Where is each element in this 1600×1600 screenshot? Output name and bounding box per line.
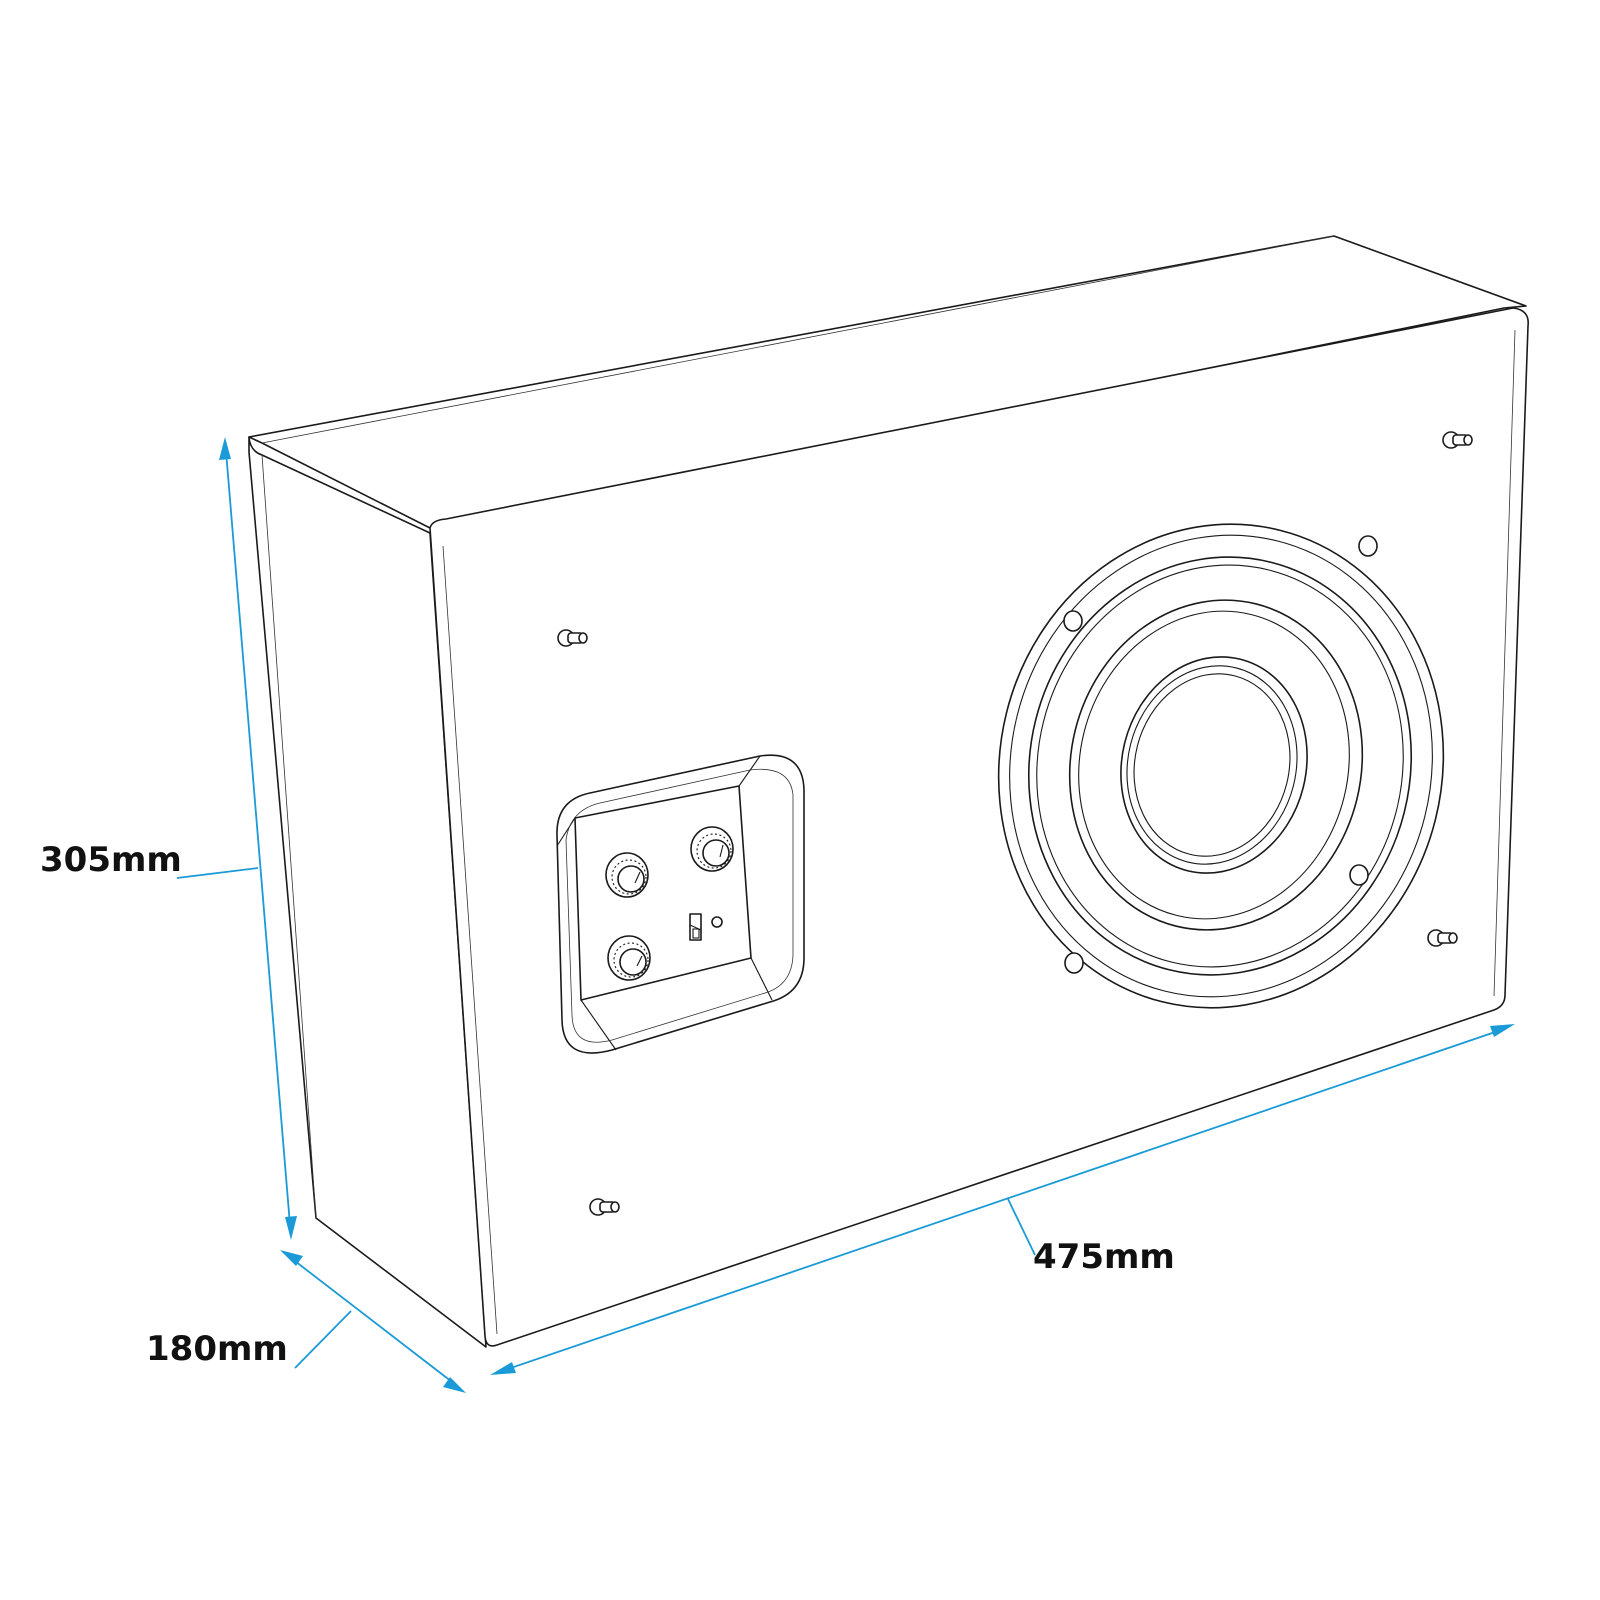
mounting-screw-bottom-left: [589, 1198, 620, 1216]
dimension-depth: [280, 1250, 466, 1393]
woofer-driver: [997, 523, 1445, 1009]
dimension-width: [490, 1024, 1515, 1375]
depth-dimension-label: 180mm: [146, 1329, 288, 1369]
control-knob-phase[interactable]: [607, 935, 651, 981]
width-dimension-label: 475mm: [1033, 1237, 1175, 1277]
control-knob-volume[interactable]: [605, 852, 649, 898]
control-knob-crossover[interactable]: [690, 826, 734, 872]
mounting-screw-top-right: [1442, 431, 1473, 449]
height-dimension-label: 305mm: [40, 840, 182, 880]
driver-cone: [1120, 656, 1308, 874]
mounting-screw-top-left: [557, 629, 588, 647]
driver-bolts: [1063, 535, 1378, 974]
control-panel: [556, 754, 805, 1054]
power-switch[interactable]: [689, 913, 702, 941]
power-led: [711, 916, 723, 928]
dimension-height: [176, 437, 297, 1240]
mounting-screws: [557, 431, 1473, 1216]
mounting-screw-bottom-right: [1427, 929, 1458, 947]
cabinet-side-face: [248, 436, 487, 1348]
